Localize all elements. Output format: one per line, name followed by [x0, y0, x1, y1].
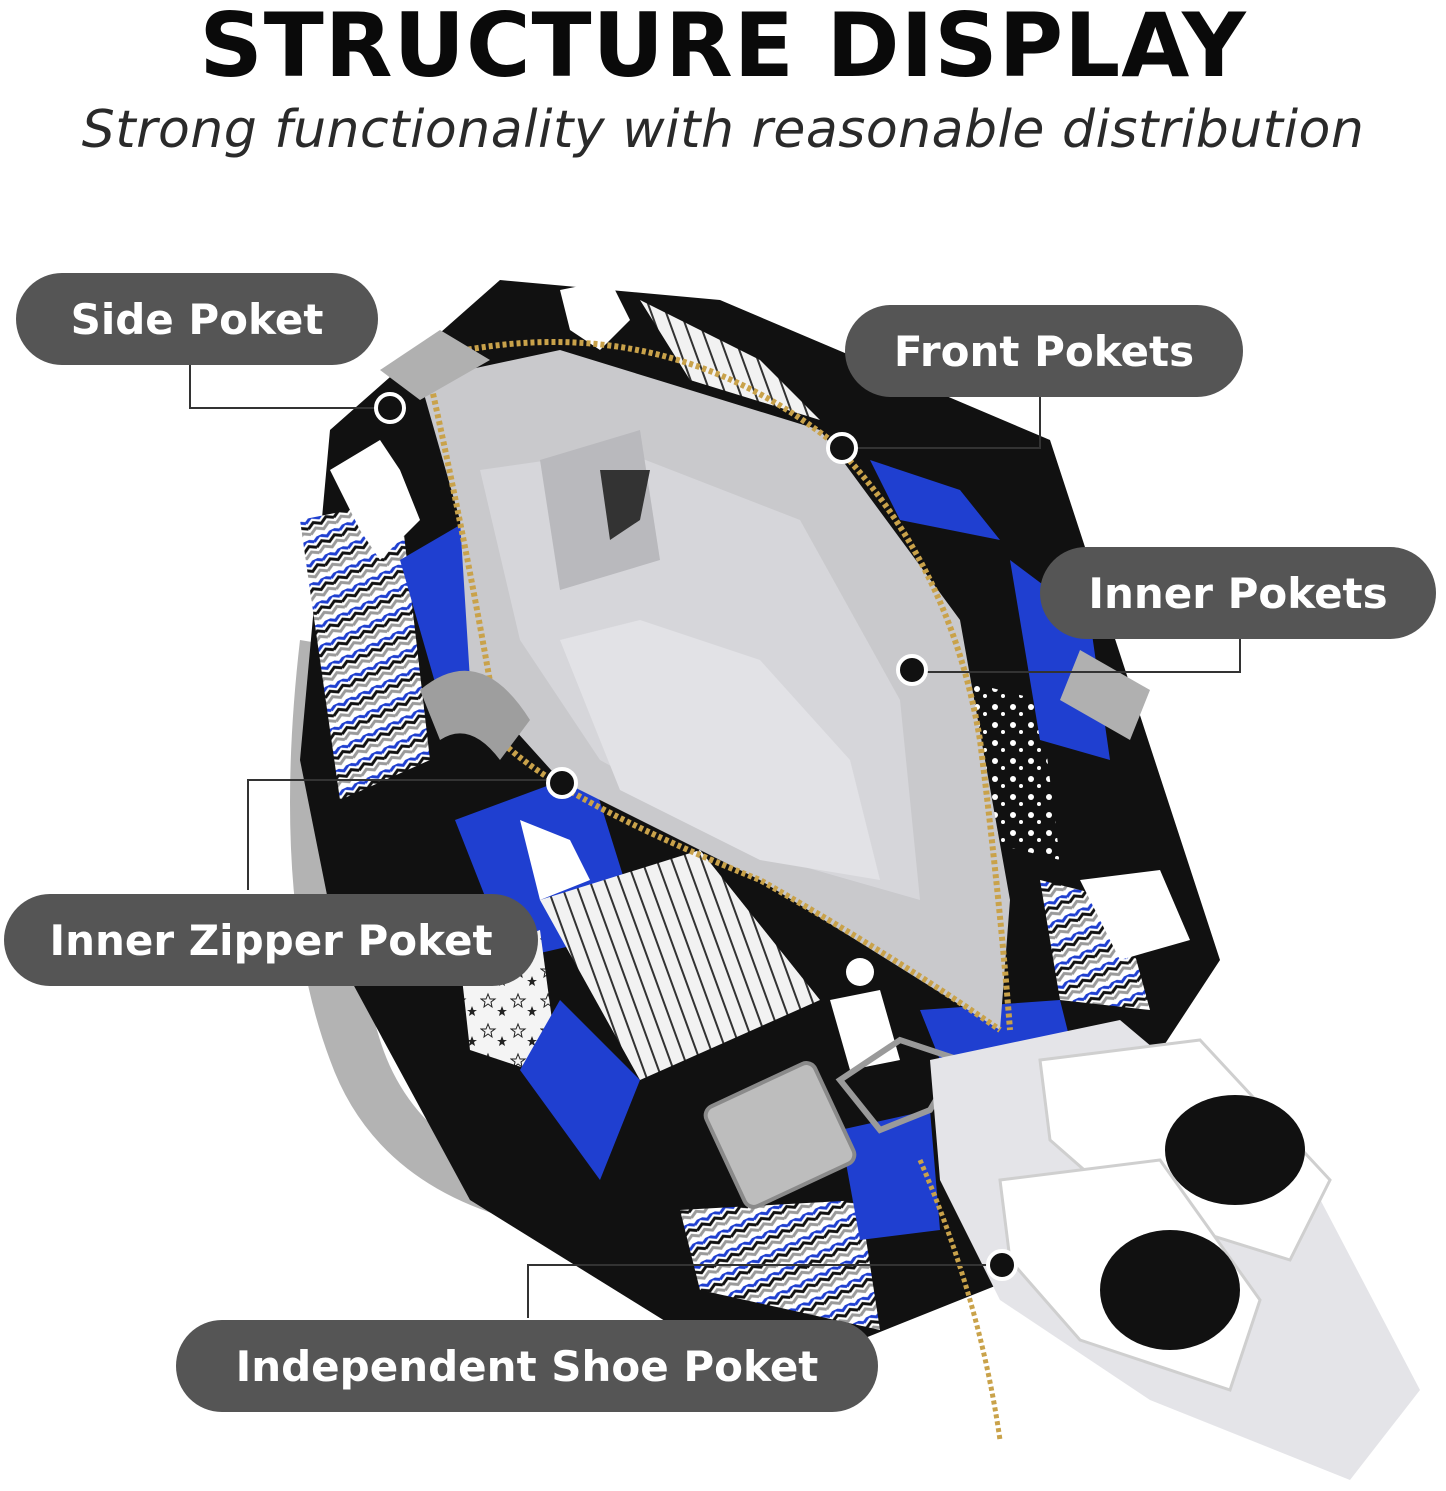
- marker-shoe-poket: [986, 1249, 1018, 1281]
- label-shoe-poket: Independent Shoe Poket: [176, 1320, 878, 1412]
- leader-side-poket: [189, 360, 390, 409]
- strap-buckle: [703, 1061, 857, 1209]
- leader-inner-zipper: [247, 779, 562, 890]
- page-title: STRUCTURE DISPLAY: [199, 0, 1247, 97]
- label-inner-pokets: Inner Pokets: [1040, 547, 1436, 639]
- shoulder-strap: [290, 640, 600, 1230]
- marker-front-pokets: [826, 432, 858, 464]
- label-front-pokets: Front Pokets: [845, 305, 1243, 397]
- label-inner-zipper-poket: Inner Zipper Poket: [4, 894, 538, 986]
- marker-inner-pokets: [896, 654, 928, 686]
- leader-inner-pokets: [912, 636, 1241, 673]
- leader-shoe-poket: [527, 1264, 1002, 1318]
- handle-left: [380, 330, 490, 400]
- label-side-poket: Side Poket: [16, 273, 378, 365]
- leader-front-pokets: [842, 396, 1041, 449]
- marker-inner-zipper: [546, 767, 578, 799]
- marker-side-poket: [374, 392, 406, 424]
- page-subtitle: Strong functionality with reasonable dis…: [81, 100, 1365, 160]
